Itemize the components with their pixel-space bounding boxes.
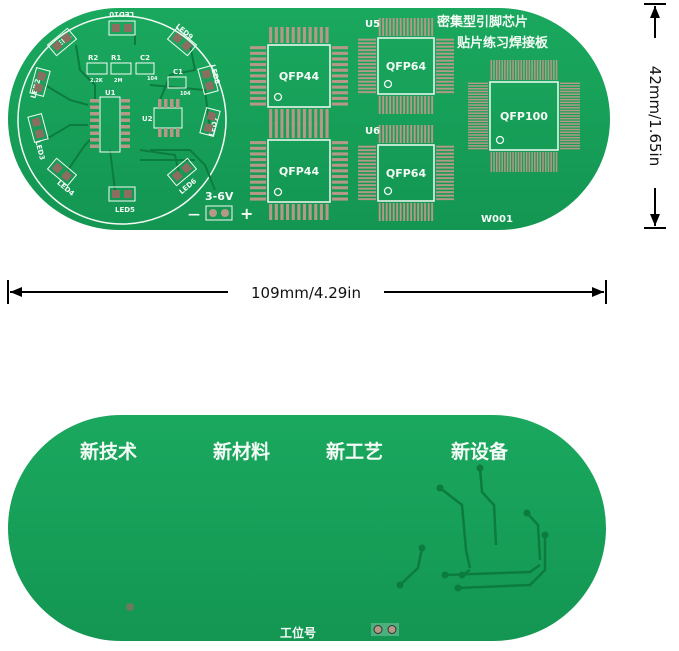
width-label: 109mm/4.29in xyxy=(251,284,361,302)
bottom-label: 新材料 xyxy=(213,440,270,463)
board-title-line2: 贴片练习焊接板 xyxy=(457,35,549,51)
bottom-pcb-board: 新技术 新材料 新工艺 新设备 工位号 xyxy=(8,415,606,641)
label-u1: U1 xyxy=(105,89,116,97)
station-label: 工位号 xyxy=(280,625,316,640)
chip-qfp44: QFP44 xyxy=(250,122,348,220)
bottom-label: 新工艺 xyxy=(326,440,383,463)
plus-sign: + xyxy=(240,204,253,223)
value-r1: 2M xyxy=(114,78,122,84)
bottom-board-body xyxy=(8,415,606,641)
led-ring-outline xyxy=(17,15,227,225)
board-title-line1: 密集型引脚芯片 xyxy=(436,14,528,30)
power-connector xyxy=(205,205,233,221)
width-dimension: 109mm/4.29in xyxy=(7,280,607,304)
power-label: 3-6V xyxy=(205,190,234,203)
value-r2: 2.2K xyxy=(90,78,104,84)
bottom-label: 新设备 xyxy=(451,440,509,463)
bottom-label: 新技术 xyxy=(80,440,137,463)
chip-ref-u6: U6 xyxy=(365,126,380,137)
label-c1: C1 xyxy=(173,68,183,76)
chip-label: QFP44 xyxy=(279,165,320,178)
chip-qfp64: QFP64 xyxy=(358,125,454,221)
u2-outline xyxy=(153,107,183,129)
chip-label: QFP100 xyxy=(500,110,548,123)
chip-ref-u5: U5 xyxy=(365,19,380,30)
chip-label: QFP64 xyxy=(386,60,427,73)
led-label: LED10 xyxy=(109,10,134,18)
label-c2: C2 xyxy=(140,54,150,62)
chip-qfp44: QFP44 xyxy=(250,27,348,125)
label-r1: R1 xyxy=(111,54,121,62)
board-model: W001 xyxy=(481,214,513,225)
label-u2: U2 xyxy=(142,115,153,123)
height-dimension: 42mm/1.65in xyxy=(644,3,667,229)
label-r2: R2 xyxy=(88,54,98,62)
height-label: 42mm/1.65in xyxy=(646,66,664,166)
bottom-traces xyxy=(399,467,547,590)
top-board-silkscreen: 密集型引脚芯片 贴片练习焊接板 W001 3-6V — + U5 U6 R2 R… xyxy=(86,14,549,225)
led-label: LED5 xyxy=(115,206,135,214)
chip-label: QFP64 xyxy=(386,167,427,180)
chip-label: QFP44 xyxy=(279,70,320,83)
chip-qfp64: QFP64 xyxy=(358,18,454,114)
minus-sign: — xyxy=(188,207,200,221)
u1-outline xyxy=(99,96,121,153)
value-c1: 104 xyxy=(180,91,191,97)
value-c2: 104 xyxy=(147,76,158,82)
chip-qfp100: QFP100 xyxy=(468,60,580,172)
